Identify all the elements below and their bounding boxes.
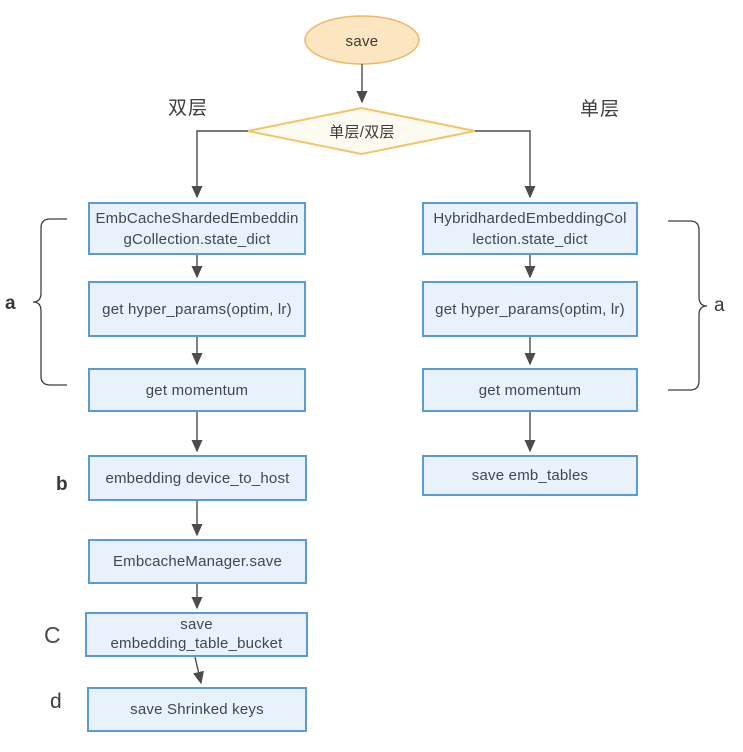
flow-step-embcache-state-dict[interactable]: EmbCacheShardedEmbeddin gCollection.stat…	[88, 202, 306, 255]
flow-step-get-momentum-right[interactable]: get momentum	[422, 368, 638, 412]
left-brace	[32, 218, 67, 386]
flow-step-get-hyper-params-left[interactable]: get hyper_params(optim, lr)	[88, 281, 306, 337]
flow-step-hybrid-state-dict[interactable]: HybridhardedEmbeddingCol lection.state_d…	[422, 202, 638, 255]
start-node-label[interactable]: save	[345, 32, 379, 50]
flow-step-embcachemanager-save[interactable]: EmbcacheManager.save	[88, 539, 307, 584]
arrow-decision-to-left-branch	[191, 130, 248, 199]
arrow-decision-to-right-branch	[475, 130, 536, 199]
branch-label-right: 单层	[580, 99, 621, 120]
flow-step-get-momentum-left[interactable]: get momentum	[88, 368, 306, 412]
flow-step-get-hyper-params-right[interactable]: get hyper_params(optim, lr)	[422, 281, 638, 337]
annotation-b: b	[56, 474, 68, 495]
flow-step-save-emb-tables[interactable]: save emb_tables	[422, 455, 638, 496]
annotation-d: d	[50, 690, 62, 713]
flow-step-device-to-host[interactable]: embedding device_to_host	[88, 455, 307, 501]
right-brace	[668, 220, 708, 391]
annotation-a-right: a	[714, 295, 725, 316]
branch-label-left: 双层	[168, 98, 209, 119]
decision-label[interactable]: 单层/双层	[329, 123, 395, 141]
arrow-left-6-7	[193, 656, 204, 685]
flow-step-save-shrinked-keys[interactable]: save Shrinked keys	[87, 687, 307, 732]
annotation-a-left: a	[5, 293, 16, 314]
flow-step-save-embedding-table-bucket[interactable]: save embedding_table_bucket	[85, 612, 308, 657]
annotation-c: C	[44, 622, 61, 648]
